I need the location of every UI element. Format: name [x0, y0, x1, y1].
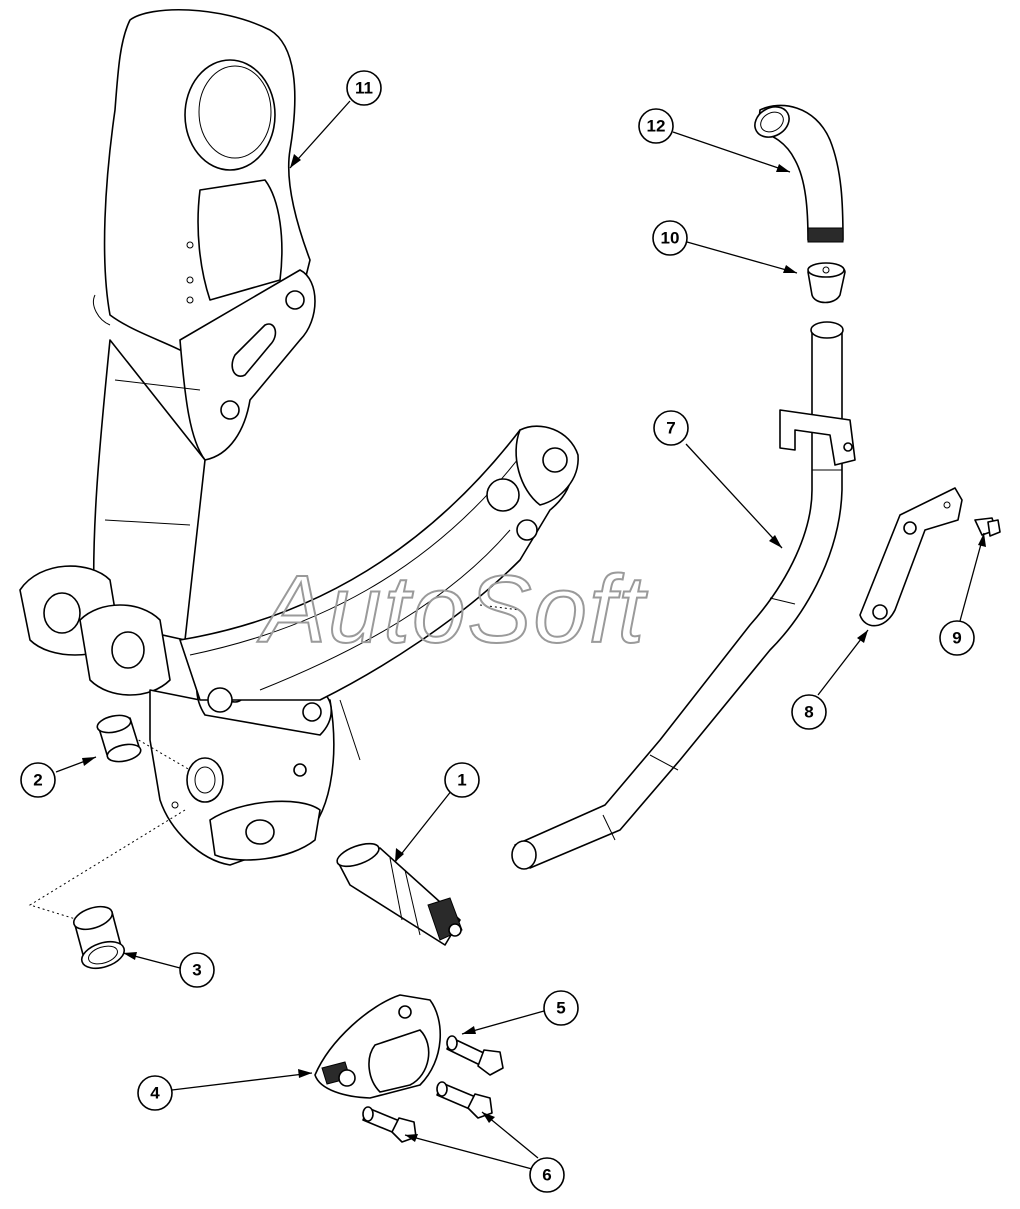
boom-arm-part [19, 8, 579, 866]
leader-12 [672, 131, 791, 173]
watermark-text: AutoSoft [257, 556, 648, 663]
callout-label: 7 [666, 419, 675, 438]
callout-3: 3 [179, 952, 215, 988]
callout-label: 4 [150, 1084, 160, 1103]
leader-1 [394, 789, 453, 863]
arrowhead [769, 535, 782, 548]
callout-label: 1 [457, 771, 466, 790]
callout-11: 11 [346, 70, 382, 106]
pin-part [336, 842, 463, 946]
arrowhead [395, 848, 404, 862]
arrowhead [123, 952, 137, 960]
arrowhead [776, 164, 790, 172]
leader-6a [404, 1134, 533, 1170]
callout-label: 6 [542, 1166, 551, 1185]
callout-8: 8 [791, 694, 827, 730]
grease-tube-part [511, 321, 856, 870]
callout-label: 5 [556, 999, 565, 1018]
leader-10 [686, 241, 798, 274]
leader-lines [55, 100, 985, 1170]
callout-7: 7 [653, 410, 689, 446]
arrowhead [857, 630, 868, 643]
leader-11 [289, 100, 351, 169]
callout-4: 4 [137, 1075, 173, 1111]
callout-12: 12 [638, 108, 674, 144]
bushing-part [96, 714, 142, 763]
arrowheads [82, 154, 986, 1142]
arrowhead [82, 757, 96, 766]
alignment-line [129, 734, 191, 771]
callout-1: 1 [444, 762, 480, 798]
pin-retainer-part [314, 994, 442, 1099]
leader-5 [461, 1010, 545, 1035]
elbow-fitting-part [754, 104, 844, 243]
arrowhead [783, 265, 797, 273]
callout-label: 2 [33, 771, 42, 790]
grease-fitting-part [807, 262, 846, 304]
leader-4 [171, 1072, 313, 1091]
callout-label: 12 [647, 117, 666, 136]
callout-5: 5 [543, 990, 579, 1026]
callout-label: 8 [804, 703, 813, 722]
alignment-line [28, 809, 186, 926]
callout-10: 10 [652, 220, 688, 256]
callout-6: 6 [529, 1157, 565, 1193]
arrowhead [298, 1069, 312, 1078]
arrowhead [482, 1112, 495, 1123]
arrowhead [290, 154, 301, 168]
callout-label: 10 [661, 229, 680, 248]
screw-part [974, 517, 1001, 537]
arrowhead [462, 1026, 476, 1034]
leader-8 [817, 629, 869, 696]
bolt-part [446, 1035, 504, 1076]
arrowhead [978, 533, 986, 547]
callout-label: 9 [952, 629, 961, 648]
callout-2: 2 [20, 762, 56, 798]
flanged-bushing-part [72, 905, 126, 970]
callout-label: 3 [192, 961, 201, 980]
alignment-line [479, 604, 521, 611]
leader-9 [959, 532, 985, 622]
arrowhead [405, 1134, 418, 1142]
callout-9: 9 [939, 620, 975, 656]
callout-label: 11 [355, 79, 373, 98]
bracket-part [859, 487, 963, 627]
leader-7 [685, 443, 783, 549]
